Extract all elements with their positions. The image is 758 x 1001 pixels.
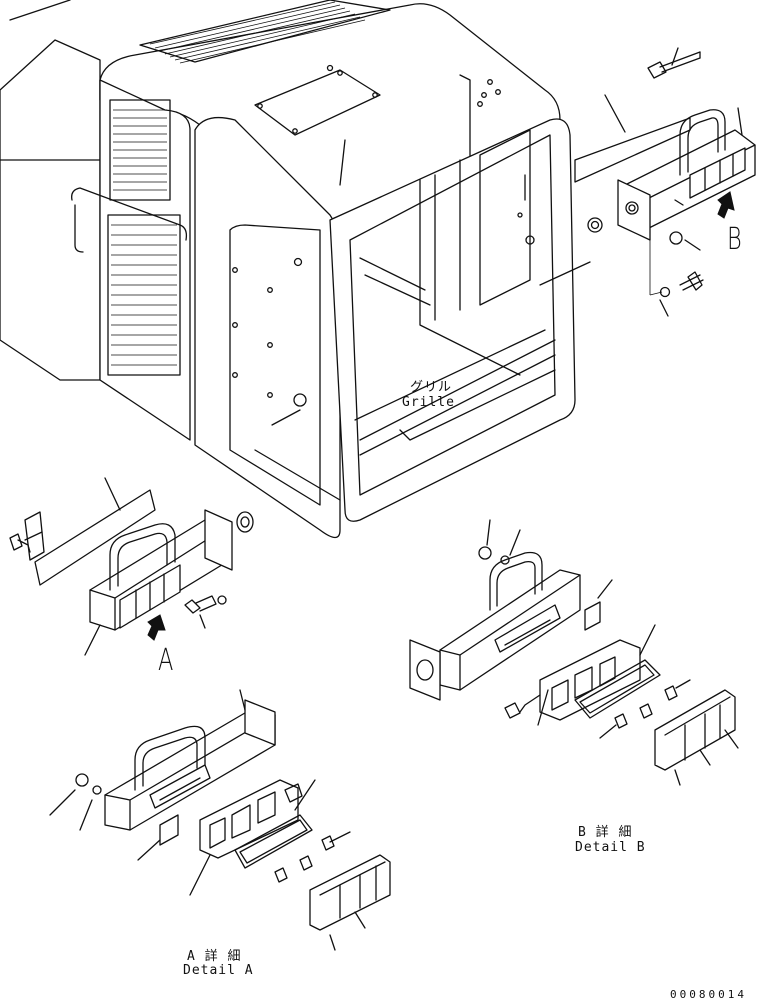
grille-label-en: Grille	[402, 395, 455, 410]
view-b-lamp-assembly	[539, 47, 756, 317]
view-a-letter: A	[158, 643, 174, 678]
view-a-lamp-assembly	[9, 477, 254, 656]
detail-a-title-jp: A 詳 細	[187, 949, 242, 964]
detail-b-exploded	[409, 519, 739, 786]
view-b-letter: B	[727, 222, 742, 257]
grille-label-jp: グリル	[410, 380, 453, 395]
drawing-number: 00080014	[670, 988, 747, 1001]
cab-body	[0, 0, 576, 539]
detail-b-title-jp: B 詳 細	[578, 825, 633, 840]
detail-a-title-en: Detail A	[183, 963, 254, 978]
detail-b-title-en: Detail B	[575, 840, 646, 855]
detail-a-exploded	[49, 689, 391, 951]
